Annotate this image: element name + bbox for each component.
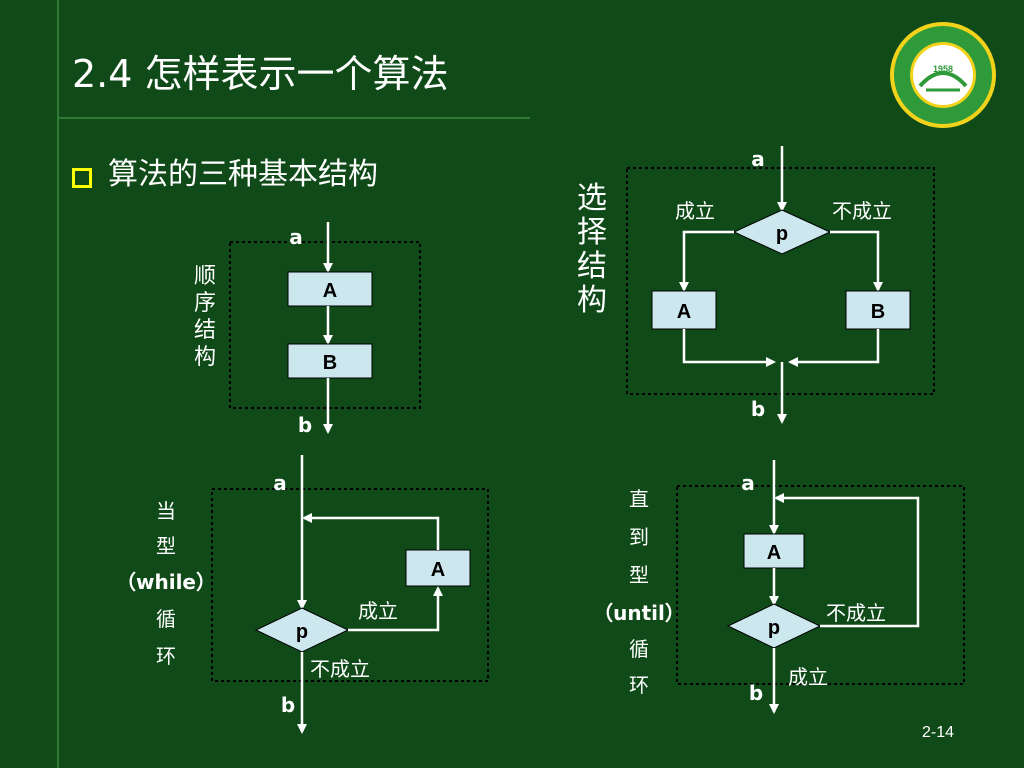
sequence-box-b-label: B [323, 352, 337, 374]
while-side-2: 型 [156, 534, 176, 558]
selection-box-b-label: B [871, 301, 885, 323]
until-loop-structure: a A p 不成立 成立 b 直 到 型 （until） 循 环 [593, 460, 965, 714]
selection-merge-right [788, 329, 880, 367]
until-side-1: 直 [629, 487, 649, 511]
selection-frame [626, 167, 935, 395]
until-side-2: 到 [629, 525, 649, 549]
until-in-label: a [741, 471, 755, 495]
title-underline [57, 117, 530, 119]
selection-side-2: 择 [577, 215, 607, 250]
selection-structure: a p 成立 不成立 A B b 选 择 结 构 [577, 146, 935, 424]
while-in-label: a [273, 471, 287, 495]
selection-merge-left [682, 329, 776, 367]
until-condition: p [768, 617, 780, 639]
while-loop-structure: a p A 成立 不成立 b 当 型 （while） 循 环 [116, 455, 489, 734]
selection-side-1: 选 [577, 181, 607, 216]
logo-year: 1958 [933, 64, 953, 74]
while-condition: p [296, 621, 308, 643]
while-frame [211, 488, 489, 682]
while-true-label: 成立 [358, 599, 398, 623]
until-frame [676, 485, 965, 685]
selection-arrow-true [679, 230, 734, 292]
selection-decision [732, 209, 832, 255]
selection-box-b [845, 290, 911, 330]
selection-arrow-false [830, 230, 883, 292]
sequence-out-label: b [298, 413, 312, 437]
selection-side-3: 结 [577, 249, 607, 284]
until-side-3: 型 [629, 563, 649, 587]
bullet-square-icon [72, 168, 92, 188]
bullet-text: 算法的三种基本结构 [108, 157, 378, 192]
while-arrow-true [348, 586, 443, 632]
sequence-box-a-label: A [323, 280, 337, 302]
while-side-3: （while） [116, 570, 216, 594]
logo-arc-icon [918, 71, 968, 88]
while-out-label: b [281, 693, 295, 717]
while-arrow-back [302, 513, 440, 550]
until-side-5: 循 [629, 637, 649, 661]
while-side-1: 当 [156, 499, 176, 523]
sequence-in-label: a [289, 225, 303, 249]
until-true-label: 成立 [788, 665, 828, 689]
selection-box-a-label: A [677, 301, 691, 323]
sequence-box-b [287, 343, 373, 379]
selection-box-a [651, 290, 717, 330]
sequence-box-a [287, 271, 373, 307]
selection-in-label: a [751, 147, 765, 171]
sequence-structure: a A B b 顺 序 结 构 [194, 222, 421, 437]
sequence-side-2: 序 [194, 291, 216, 316]
selection-side-4: 构 [577, 283, 607, 318]
until-body-label: A [767, 542, 781, 564]
until-out-label: b [749, 681, 763, 705]
until-arrow-back [774, 493, 920, 628]
selection-false-label: 不成立 [832, 199, 892, 223]
while-false-label: 不成立 [310, 657, 370, 681]
while-side-4: 循 [156, 607, 176, 631]
sequence-side-1: 顺 [194, 264, 216, 289]
selection-condition: p [776, 223, 788, 245]
until-body-box [743, 533, 805, 569]
selection-true-label: 成立 [675, 199, 715, 223]
while-body-label: A [431, 559, 445, 581]
sequence-frame [229, 241, 421, 409]
sequence-side-3: 结 [194, 318, 216, 343]
university-logo: 1958 [890, 22, 996, 128]
selection-out-label: b [751, 397, 765, 421]
sequence-side-4: 构 [194, 345, 216, 370]
until-side-6: 环 [629, 673, 649, 697]
page-title: 2.4 怎样表示一个算法 [72, 52, 449, 96]
while-side-5: 环 [156, 644, 176, 668]
until-false-label: 不成立 [826, 601, 886, 625]
vertical-divider [57, 0, 59, 768]
page-number: 2-14 [922, 724, 955, 741]
until-side-4: （until） [593, 601, 685, 625]
while-body-box [405, 549, 471, 587]
